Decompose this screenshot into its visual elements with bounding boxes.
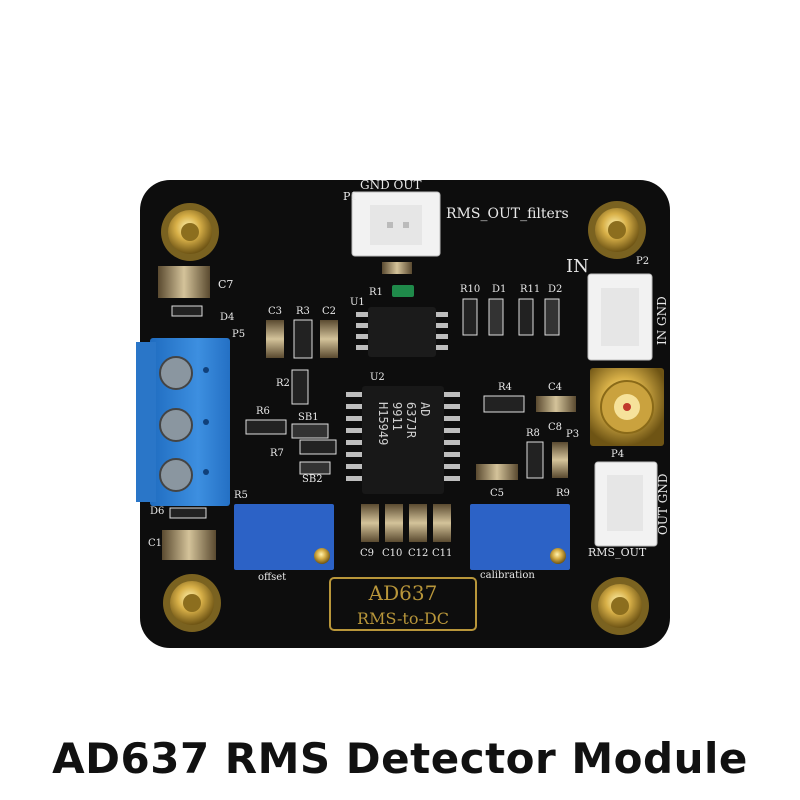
trimpot-calibration [470, 504, 570, 570]
label-rms-out: RMS_OUT [588, 546, 647, 559]
sma-connector [590, 368, 664, 446]
label-r9: R9 [556, 488, 570, 499]
label-c8: C8 [548, 422, 562, 433]
label-d2: D2 [548, 284, 562, 295]
label-out-gnd: OUT GND [656, 474, 670, 535]
label-c10: C10 [382, 548, 402, 559]
label-rms-out-filters: RMS_OUT_filters [446, 206, 569, 222]
label-d1: D1 [492, 284, 506, 295]
label-r11: R11 [520, 284, 540, 295]
label-d4: D4 [220, 312, 234, 323]
pcb-photo: P1 GND OUT RMS_OUT_filters R1 U1 R10 D1 … [136, 178, 670, 648]
label-c1: C1 [148, 538, 162, 549]
label-calibration: calibration [480, 570, 535, 581]
board-title-line1: AD637 [368, 581, 438, 605]
product-caption: AD637 RMS Detector Module [52, 734, 748, 783]
label-in: IN [566, 256, 589, 277]
label-u1: U1 [350, 297, 365, 308]
label-c2: C2 [322, 306, 336, 317]
label-r10: R10 [460, 284, 480, 295]
label-c5: C5 [490, 488, 504, 499]
label-r5: R5 [234, 490, 248, 501]
chip-u2: AD 637JR 9911 H15949 [346, 386, 460, 494]
label-c9: C9 [360, 548, 374, 559]
label-u2: U2 [370, 372, 385, 383]
label-sb1: SB1 [298, 412, 319, 423]
mounting-hole-top-right [588, 201, 646, 259]
label-r3: R3 [296, 306, 310, 317]
header-p4 [594, 461, 658, 547]
chip-u1 [356, 307, 448, 357]
label-sb2: SB2 [302, 474, 323, 485]
mounting-hole-bottom-left [163, 574, 221, 632]
trimpot-offset [234, 504, 334, 570]
label-r6: R6 [256, 406, 270, 417]
chip-u2-line3: 9911 [390, 402, 404, 431]
label-c3: C3 [268, 306, 282, 317]
label-in-gnd: IN GND [655, 296, 669, 345]
label-p4: P4 [611, 449, 624, 460]
mounting-hole-top-left [161, 203, 219, 261]
label-p5: P5 [232, 329, 245, 340]
header-p2 [587, 273, 653, 361]
label-r1: R1 [369, 287, 383, 298]
label-r8: R8 [526, 428, 540, 439]
label-gnd-out: GND OUT [360, 178, 421, 192]
board-title-box: AD637 RMS-to-DC [329, 577, 477, 631]
label-c12: C12 [408, 548, 428, 559]
label-r4: R4 [498, 382, 512, 393]
header-p1 [351, 191, 441, 257]
chip-u2-line4: H15949 [376, 402, 390, 445]
label-p3: P3 [566, 429, 579, 440]
board-title-line2: RMS-to-DC [357, 609, 449, 628]
mounting-hole-bottom-right [591, 577, 649, 635]
label-offset: offset [258, 572, 286, 583]
label-c7: C7 [218, 278, 233, 291]
label-c11: C11 [432, 548, 452, 559]
label-r7: R7 [270, 448, 284, 459]
label-p1: P1 [343, 190, 357, 203]
label-r2: R2 [276, 378, 290, 389]
label-d6: D6 [150, 506, 164, 517]
terminal-block-p5 [136, 338, 230, 506]
chip-u2-line2: 637JR [404, 402, 418, 439]
label-p2: P2 [636, 256, 649, 267]
chip-u2-line1: AD [418, 402, 432, 416]
label-c4: C4 [548, 382, 562, 393]
